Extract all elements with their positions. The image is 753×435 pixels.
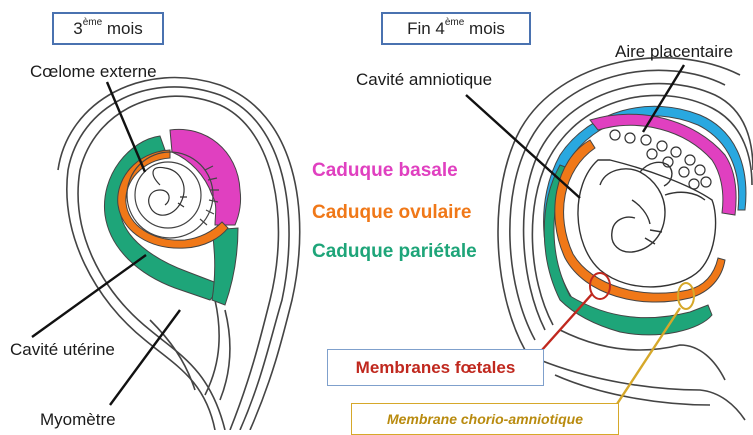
legend-caduque-ovulaire: Caduque ovulaire — [312, 202, 471, 224]
label-coelome-externe: Cœlome externe — [30, 62, 157, 82]
embryo-left — [149, 167, 187, 215]
label-cavite-uterine: Cavité utérine — [10, 340, 115, 360]
title-3m-prefix: 3 — [73, 20, 82, 37]
title-3m-sup: ème — [83, 18, 102, 28]
label-myometre: Myomètre — [40, 410, 116, 430]
title-4m-suffix: mois — [464, 20, 505, 37]
embryo-right — [600, 162, 705, 252]
caduque-ovulaire-right — [555, 140, 725, 302]
callout-membrane-chorio-amniotique: Membrane chorio-amniotique — [351, 403, 619, 435]
label-aire-placentaire: Aire placentaire — [615, 42, 733, 62]
label-cavite-amniotique: Cavité amniotique — [356, 70, 492, 90]
title-4m-sup: ème — [445, 18, 464, 28]
legend-caduque-parietale: Caduque pariétale — [312, 241, 477, 263]
title-4m-prefix: Fin 4 — [407, 20, 445, 37]
legend-caduque-basale: Caduque basale — [312, 160, 458, 182]
caduque-parietale-left-lower — [212, 228, 238, 305]
callout-membranes-foetales: Membranes fœtales — [327, 349, 544, 386]
title-3m-suffix: mois — [102, 20, 143, 37]
